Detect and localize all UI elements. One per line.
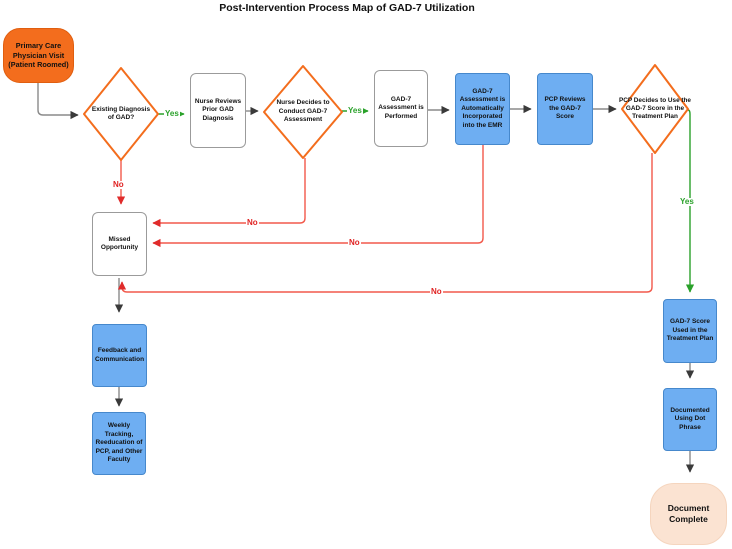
node-documented: Documented Using Dot Phrase	[663, 388, 717, 451]
node-assessment-performed: GAD-7 Assessment is Performed	[374, 70, 428, 147]
edge-label-nurse-decides-no: No	[246, 218, 259, 227]
edge-emr-no	[152, 145, 484, 248]
node-document-complete: Document Complete	[650, 483, 727, 545]
node-nurse-decides: Nurse Decides to Conduct GAD-7 Assessmen…	[276, 99, 330, 124]
edge-pcp-decides-no	[117, 153, 653, 293]
node-existing-diagnosis: Existing Diagnosis of GAD?	[91, 105, 151, 121]
decision-existing-diagnosis-shape	[83, 67, 159, 161]
edge-label-emr-no: No	[348, 238, 361, 247]
node-start: Primary Care Physician Visit (Patient Ro…	[3, 28, 74, 83]
decision-nurse-decides-shape	[263, 65, 343, 159]
node-feedback: Feedback and Communication	[92, 324, 147, 387]
node-missed-opportunity: Missed Opportunity	[92, 212, 147, 276]
edge-label-nurse-decides-yes: Yes	[347, 106, 363, 115]
decision-pcp-decides-shape	[621, 64, 689, 154]
edge-label-pcp-decides-no: No	[430, 287, 443, 296]
node-weekly-tracking: Weekly Tracking, Reeducation of PCP, and…	[92, 412, 146, 475]
node-score-used: GAD-7 Score Used in the Treatment Plan	[663, 299, 717, 363]
edge-label-pcp-decides-yes: Yes	[679, 197, 695, 206]
node-pcp-decides: PCP Decides to Use the GAD-7 Score in th…	[619, 96, 691, 121]
edge-label-existing-yes: Yes	[164, 109, 180, 118]
node-pcp-reviews: PCP Reviews the GAD-7 Score	[537, 73, 593, 145]
edge-label-existing-no: No	[112, 180, 125, 189]
edge-start-to-existing	[37, 83, 79, 120]
diagram-title: Post-Intervention Process Map of GAD-7 U…	[219, 2, 475, 14]
edge-nurse-decides-no	[152, 158, 306, 228]
node-nurse-reviews: Nurse Reviews Prior GAD Diagnosis	[190, 73, 246, 148]
node-emr-incorporated: GAD-7 Assessment is Automatically Incorp…	[455, 73, 510, 145]
